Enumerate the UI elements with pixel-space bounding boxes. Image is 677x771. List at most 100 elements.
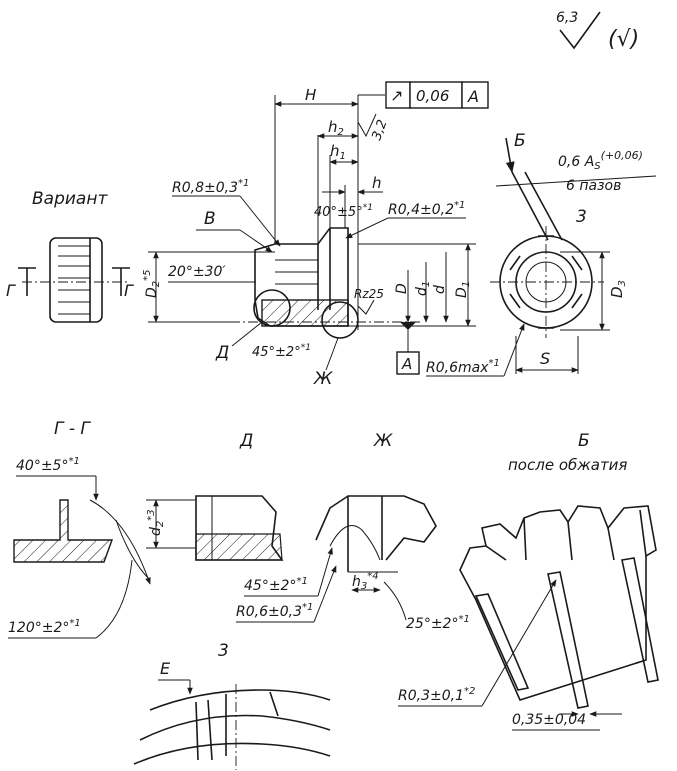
detail-3-title: 3 xyxy=(218,641,229,661)
svg-text:h2: h2 xyxy=(328,118,344,138)
b-r03: R0,3±0,1 xyxy=(398,688,464,704)
dim-d1-sub: 1 xyxy=(421,281,432,287)
svg-text:45°±2°*1: 45°±2°*1 xyxy=(244,576,308,594)
cut-label-left: Г xyxy=(6,281,16,300)
slot-sub: S xyxy=(594,161,601,172)
slot-tol: (+0,06) xyxy=(601,149,643,162)
cut-label-right: Г xyxy=(124,281,134,300)
zh-h3-star: *4 xyxy=(367,571,378,582)
main-view: H h2 3,2 h1 h ↗ 0,06 A R0,8±0,3*1 В 40°±… xyxy=(142,81,489,389)
gg-d2-star: *3 xyxy=(146,509,157,520)
dim-D3-sub: 3 xyxy=(617,280,628,286)
zh-a25-star: *1 xyxy=(458,614,469,625)
svg-text:h3*4: h3*4 xyxy=(352,571,379,592)
dim-h1: h xyxy=(330,142,340,160)
gg-a120-star: *1 xyxy=(69,618,80,629)
dim-D: D xyxy=(394,283,410,294)
dim-h: h xyxy=(372,174,382,192)
svg-text:45°±2°*1: 45°±2°*1 xyxy=(252,343,311,360)
svg-text:40°±5°*1: 40°±5°*1 xyxy=(16,456,80,474)
gg-d2: d xyxy=(148,527,164,536)
a40-star: *1 xyxy=(363,203,373,213)
gg-a120: 120°±2° xyxy=(8,620,69,636)
svg-text:0,6 AS(+0,06): 0,6 AS(+0,06) xyxy=(558,149,643,172)
check-mark-icon xyxy=(559,11,601,50)
label-B-arrow: Б xyxy=(514,131,526,151)
datum-A: A xyxy=(401,355,412,373)
svg-text:R0,6±0,3*1: R0,6±0,3*1 xyxy=(236,602,313,620)
slots-count: 6 пазов xyxy=(566,178,621,194)
d2-sub: 2 xyxy=(151,281,162,287)
detail-3: 3 E xyxy=(133,641,331,770)
dim-h2-sub: 2 xyxy=(338,127,344,138)
d-r06: R0,6±0,3 xyxy=(236,604,302,620)
svg-text:D2*5: D2*5 xyxy=(142,269,162,298)
svg-text:D3: D3 xyxy=(608,280,628,298)
tol-datum: A xyxy=(467,87,479,106)
r04-star: *1 xyxy=(454,200,465,211)
label-3: 3 xyxy=(576,207,587,227)
r04-label: R0,4±0,2 xyxy=(388,202,454,218)
end-view: Б 0,6 AS(+0,06) 6 пазов 3 D3 S R0,6max*1 xyxy=(426,131,657,377)
dim-S: S xyxy=(540,349,550,368)
gg-d2-sub: 2 xyxy=(155,521,166,527)
d-a45: 45°±2° xyxy=(244,578,296,594)
d-r06-star: *1 xyxy=(302,602,313,613)
svg-text:h1: h1 xyxy=(330,142,346,162)
b-r03-star: *2 xyxy=(464,686,475,697)
gg-a40-star: *1 xyxy=(68,456,79,467)
svg-text:d1: d1 xyxy=(414,281,432,296)
slot-label: 0,6 A xyxy=(558,154,594,170)
detail-zh-title: Ж xyxy=(373,431,393,451)
dim-H: H xyxy=(305,86,316,104)
d-a45-star: *1 xyxy=(296,576,307,587)
a20-label: 20°±30′ xyxy=(168,264,226,280)
zh-h3-sub: 3 xyxy=(361,581,367,592)
svg-text:d2*3: d2*3 xyxy=(146,509,166,536)
section-gg: Г - Г 40°±5°*1 120°±2°*1 d2*3 xyxy=(8,419,196,639)
detail-d: Д 45°±2°*1 R0,6±0,3*1 xyxy=(195,431,337,623)
svg-text:25°±2°*1: 25°±2°*1 xyxy=(406,614,470,632)
zh-a25: 25°±2° xyxy=(406,616,458,632)
roughness-symbol: 6,3 (√) xyxy=(556,10,639,52)
detail-b-title: Б xyxy=(578,431,590,451)
tol-symbol: ↗ xyxy=(390,86,403,105)
detail-b: Б после обжатия R0,3±0,1*2 0,35±0,04 xyxy=(398,431,659,731)
detail-d-title: Д xyxy=(239,431,253,451)
section-gg-title: Г - Г xyxy=(54,419,91,439)
tol-value: 0,06 xyxy=(416,87,449,105)
dim-D1: D xyxy=(454,287,470,298)
svg-text:40°±5°*1: 40°±5°*1 xyxy=(314,203,373,220)
a45-star: *1 xyxy=(301,343,311,353)
d2-star: *5 xyxy=(142,269,153,280)
detail-3-E: E xyxy=(160,659,171,678)
variant-view: Вариант Г Г xyxy=(6,189,134,323)
rz25-label: Rz25 xyxy=(354,287,384,301)
dim-d: d xyxy=(432,285,448,294)
r06max-label: R0,6max xyxy=(426,360,489,376)
dim-h1-sub: 1 xyxy=(340,151,346,162)
svg-text:D1: D1 xyxy=(454,281,472,298)
d2-label: D xyxy=(144,287,160,298)
b-w035: 0,35±0,04 xyxy=(512,712,586,728)
svg-text:R0,3±0,1*2: R0,3±0,1*2 xyxy=(398,686,475,704)
dim-h2: h xyxy=(328,118,338,136)
r06max-star: *1 xyxy=(489,358,500,369)
r08-label: R0,8±0,3 xyxy=(172,180,238,196)
dim-D3: D xyxy=(608,286,626,298)
zh-h3: h xyxy=(352,574,361,590)
dim-D1-sub: 1 xyxy=(461,281,472,287)
variant-title: Вариант xyxy=(32,189,108,209)
r08-star: *1 xyxy=(238,178,249,189)
svg-text:R0,6max*1: R0,6max*1 xyxy=(426,358,500,376)
detail-ref-D: Д xyxy=(215,343,229,363)
svg-text:R0,4±0,2*1: R0,4±0,2*1 xyxy=(388,200,465,218)
svg-text:R0,8±0,3*1: R0,8±0,3*1 xyxy=(172,178,249,196)
detail-ref-Zh: Ж xyxy=(313,369,333,389)
detail-b-subtitle: после обжатия xyxy=(508,456,627,474)
gg-a40: 40°±5° xyxy=(16,458,68,474)
dim-d1: d xyxy=(414,287,430,296)
roughness-value: 6,3 xyxy=(556,10,578,26)
roughness-other: (√) xyxy=(608,27,639,52)
